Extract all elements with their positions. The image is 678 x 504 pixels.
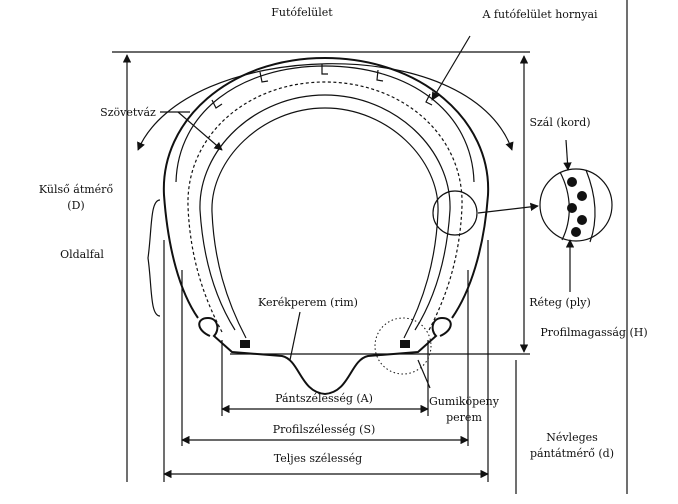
outer-diameter-symbol: (D) xyxy=(67,199,84,212)
ply-detail-circle xyxy=(432,190,478,236)
sidewall-brace xyxy=(147,199,161,317)
bead-highlight-circle xyxy=(374,317,432,375)
sidewall-label: Oldalfal xyxy=(60,248,104,261)
tread-label: Futófelület xyxy=(271,6,333,19)
tire-outer-contour xyxy=(162,56,490,319)
outer-diameter-label: Külső átmérő xyxy=(39,183,114,196)
cord-magnified-detail xyxy=(539,168,613,243)
tread-arc-arrow xyxy=(137,63,514,151)
cord-label: Szál (kord) xyxy=(529,116,590,129)
section-width-label: Profilszélesség (S) xyxy=(273,423,376,436)
groove-leader-arrow xyxy=(431,35,471,101)
carcass-ply-dashed xyxy=(187,81,463,333)
tread-band xyxy=(175,65,475,183)
ply-label: Réteg (ply) xyxy=(529,296,591,309)
rim-leader xyxy=(289,311,301,361)
rim-label: Kerékperem (rim) xyxy=(258,296,358,309)
cord-arrow xyxy=(563,139,572,171)
bead-label-line2: perem xyxy=(446,411,482,424)
rim-profile xyxy=(198,316,452,396)
rim-width-label: Pántszélesség (A) xyxy=(275,392,373,405)
bead-leader xyxy=(417,359,431,389)
carcass-label: Szövetváz xyxy=(100,106,156,119)
tire-inner-wall xyxy=(199,94,451,331)
bead-core-left xyxy=(240,340,250,348)
tread-grooves-label: A futófelület hornyai xyxy=(481,8,598,21)
nominal-rim-label: Névleges xyxy=(546,431,598,444)
tread-grooves xyxy=(211,64,433,109)
carcass-leader-arrow xyxy=(177,111,223,151)
carcass-ply-inner xyxy=(211,107,439,339)
nominal-rim-label-line2: pántátmérő (d) xyxy=(530,447,614,460)
section-height-label: Profilmagasság (H) xyxy=(540,326,647,339)
bead-core-right xyxy=(400,340,410,348)
bead-label: Gumiköpeny xyxy=(429,395,500,408)
overall-width-label: Teljes szélesség xyxy=(274,452,362,465)
